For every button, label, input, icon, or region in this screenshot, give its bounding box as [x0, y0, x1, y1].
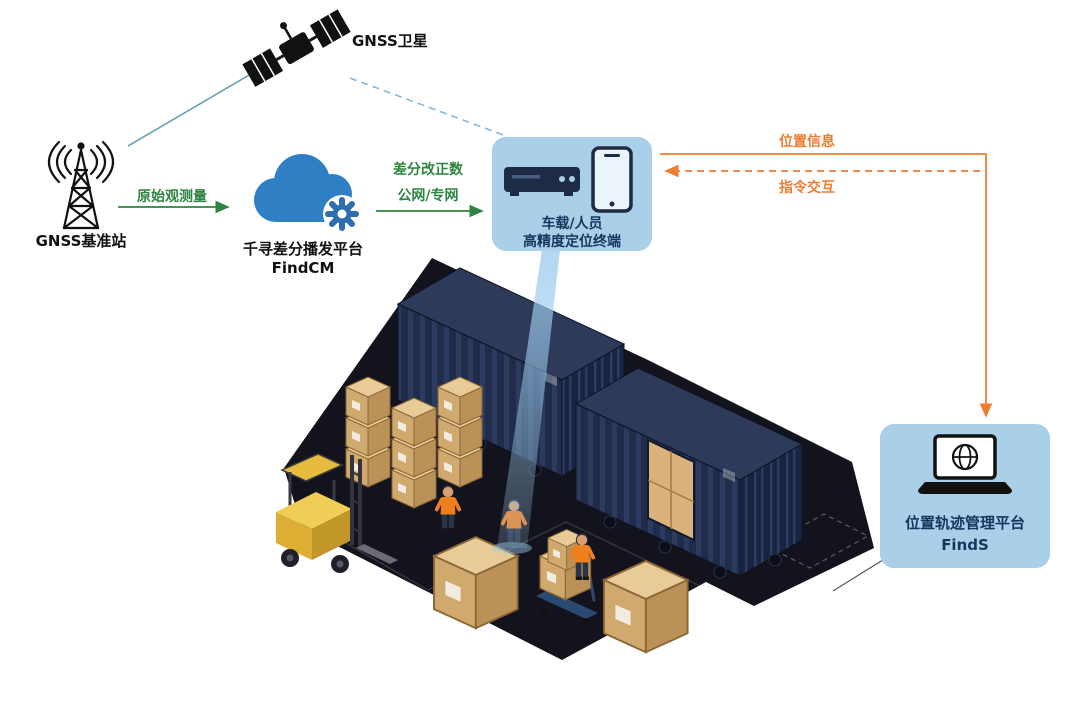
floor-zone-marking — [764, 513, 870, 569]
forklift — [276, 453, 398, 573]
cloud-gear-icon — [254, 154, 361, 233]
antenna-tower-icon — [47, 140, 115, 230]
cloud-platform-product: FindCM — [271, 259, 335, 277]
base-station-label: GNSS基准站 — [35, 232, 127, 250]
management-platform-card: 位置轨迹管理平台 FindS — [880, 424, 1050, 568]
finds-callout-line — [832, 557, 887, 592]
management-platform-product: FindS — [941, 536, 989, 554]
shipping-container-2 — [574, 367, 804, 579]
position-info-arrow — [660, 153, 993, 418]
satellite-to-base-link — [127, 63, 269, 147]
command-interaction-label: 指令交互 — [779, 180, 835, 196]
terminal-label-line2: 高精度定位终端 — [523, 234, 621, 250]
terminal-label-line1: 车载/人员 — [541, 216, 603, 232]
satellite-label: GNSS卫星 — [352, 32, 428, 50]
container-2-wheels — [603, 515, 782, 579]
cloud-platform-name: 千寻差分播发平台 — [242, 240, 363, 258]
gear-icon — [323, 195, 361, 233]
position-info-label: 位置信息 — [779, 134, 835, 150]
positioning-beam — [492, 250, 560, 554]
management-platform-name: 位置轨迹管理平台 — [904, 514, 1025, 532]
laptop-globe-icon — [918, 434, 1012, 494]
receiver-icon — [504, 167, 580, 196]
receiver-and-phone-icon — [504, 146, 633, 213]
satellite-icon — [242, 9, 351, 87]
correction-label-line1: 差分改正数 — [393, 162, 463, 178]
terminal-card: 车载/人员 高精度定位终端 — [492, 137, 652, 251]
satellite-to-terminal-link — [349, 77, 507, 137]
smartphone-icon — [591, 146, 633, 213]
raw-observation-label: 原始观测量 — [137, 189, 207, 205]
container-2-open-door — [647, 438, 695, 542]
globe-icon — [951, 443, 979, 471]
correction-label-line2: 公网/专网 — [397, 188, 459, 204]
